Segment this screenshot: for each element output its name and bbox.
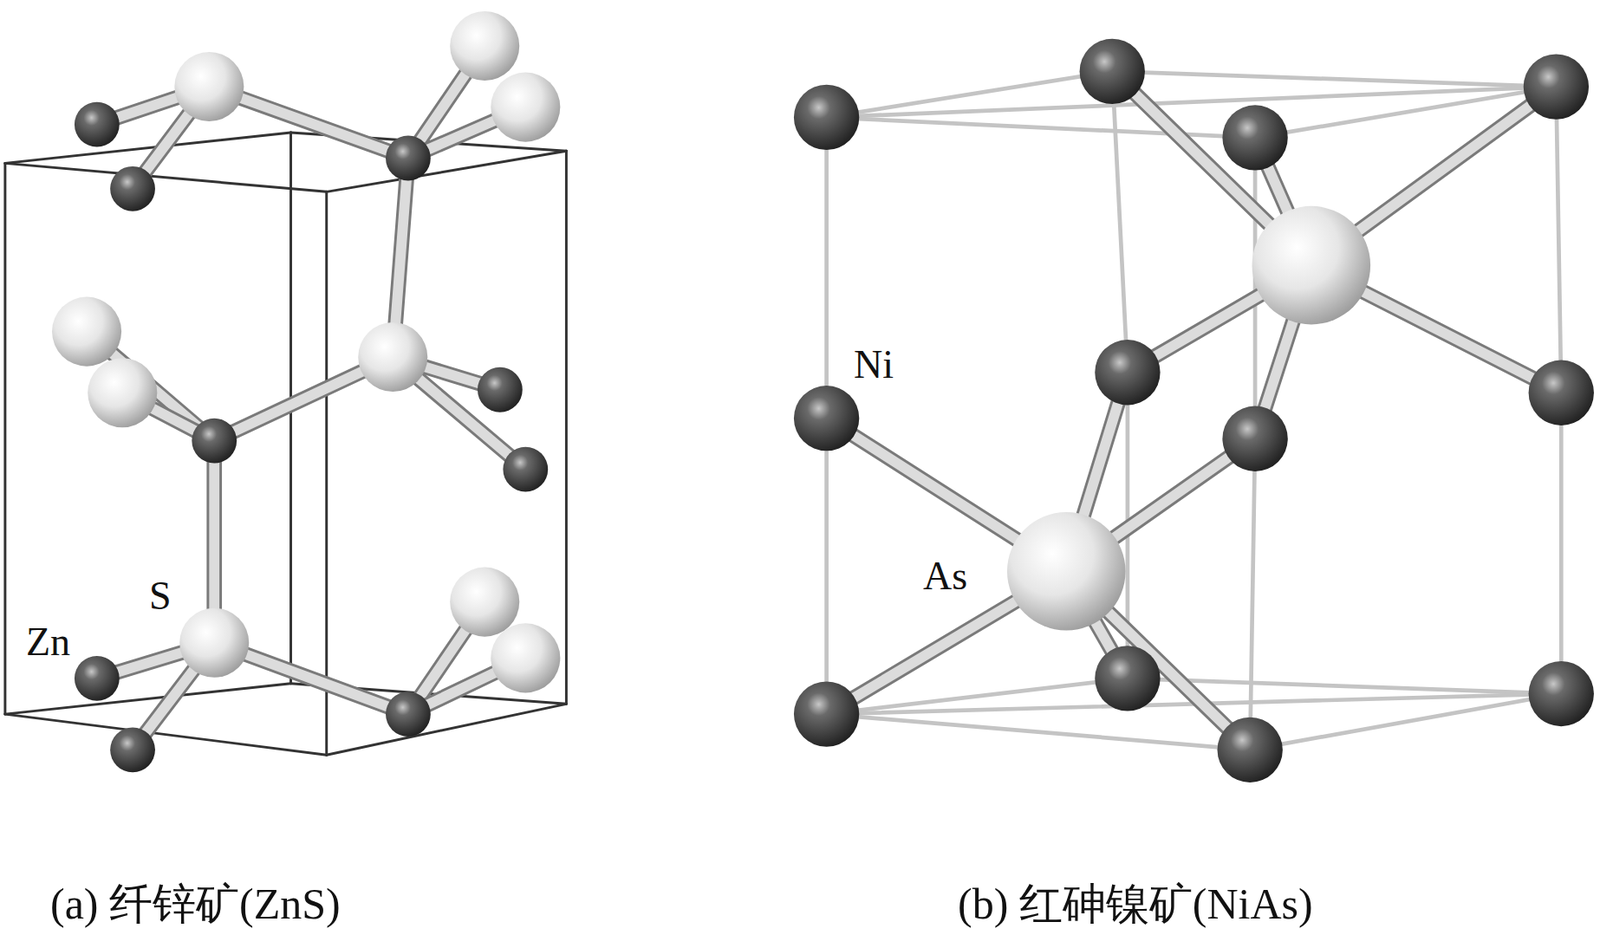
light-atom — [490, 623, 560, 693]
unit-cell-edge — [325, 191, 328, 755]
light-atom — [87, 357, 157, 428]
dark-atom — [1222, 104, 1288, 170]
dark-atom — [793, 84, 859, 150]
dark-atom — [74, 102, 120, 148]
unit-cell-edge — [5, 683, 292, 715]
dark-atom — [1079, 39, 1145, 105]
dark-atom — [191, 418, 237, 464]
atom-label: As — [923, 556, 968, 597]
figure-caption: (b) 红砷镍矿(NiAs) — [957, 882, 1314, 926]
dark-atom — [74, 656, 120, 702]
unit-cell-edge — [3, 162, 7, 715]
figure-caption: (a) 纤锌矿(ZnS) — [50, 882, 341, 926]
cell-edge — [826, 714, 1251, 750]
light-atom — [449, 11, 520, 81]
unit-cell-edge — [5, 714, 327, 755]
cell-edge — [1249, 438, 1256, 750]
dark-atom — [1217, 717, 1283, 783]
cell-edge — [1112, 71, 1128, 372]
atom-label: S — [149, 576, 172, 617]
dark-atom — [110, 166, 156, 212]
dark-atom — [793, 681, 859, 747]
cell-edge — [1559, 392, 1564, 694]
light-atom — [357, 322, 428, 392]
dark-atom — [110, 727, 156, 773]
cell-edge — [1555, 86, 1561, 393]
dark-atom — [1094, 339, 1160, 405]
light-atom — [449, 567, 520, 638]
dark-atom — [385, 691, 431, 737]
dark-atom — [1094, 645, 1160, 711]
dark-atom — [1528, 661, 1594, 727]
unit-cell-edge — [5, 162, 327, 192]
light-atom — [1007, 512, 1126, 631]
unit-cell-edge — [326, 150, 567, 192]
dark-atom — [385, 136, 431, 182]
light-atom — [1252, 206, 1372, 326]
unit-cell-edge — [565, 150, 568, 704]
light-atom — [490, 72, 560, 143]
light-atom — [179, 608, 249, 678]
unit-cell-edge — [326, 703, 567, 755]
light-atom — [52, 297, 122, 367]
cell-edge — [1112, 71, 1556, 87]
dark-atom — [1528, 360, 1594, 426]
cell-edge — [826, 86, 1557, 118]
cell-edge — [824, 117, 829, 418]
atom-label: Zn — [26, 622, 71, 663]
cell-edge — [824, 418, 829, 715]
dark-atom — [1222, 406, 1288, 472]
dark-atom — [477, 367, 523, 413]
atom-label: Ni — [853, 344, 894, 385]
dark-atom — [1523, 53, 1589, 119]
cell-edge — [1253, 137, 1258, 439]
cell-edge — [826, 117, 1256, 138]
light-atom — [174, 52, 244, 122]
dark-atom — [793, 385, 859, 451]
dark-atom — [502, 447, 548, 493]
